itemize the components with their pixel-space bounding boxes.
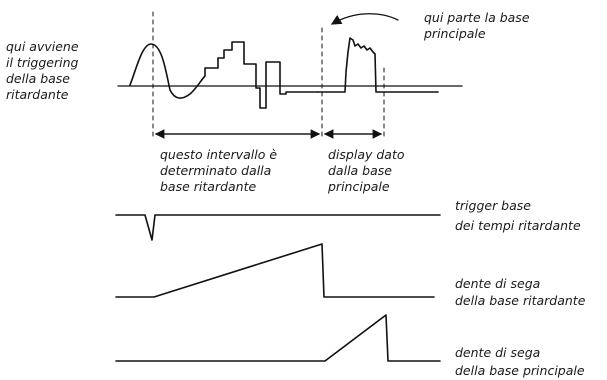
- main-sawtooth-trace: [115, 314, 441, 362]
- main-sawtooth-label: dente di sega della base principale: [455, 345, 585, 378]
- delay-sawtooth-trace: [115, 243, 435, 298]
- display-interval-label: display dato dalla base principale: [327, 147, 409, 194]
- main-start-label: qui parte la base principale: [423, 10, 534, 41]
- trigger-location-label: qui avviene il triggering della base rit…: [6, 39, 83, 102]
- delay-sawtooth-label: dente di sega della base ritardante: [455, 276, 586, 308]
- input-signal-waveform: [129, 41, 319, 109]
- trigger-trace-label: trigger base dei tempi ritardante: [455, 198, 581, 233]
- curved-pointer-arrow: [330, 13, 399, 25]
- delay-interval-label: questo intervallo è determinato dalla ba…: [160, 147, 281, 194]
- trigger-pulse-trace: [115, 214, 441, 241]
- displayed-burst-waveform: [317, 37, 439, 93]
